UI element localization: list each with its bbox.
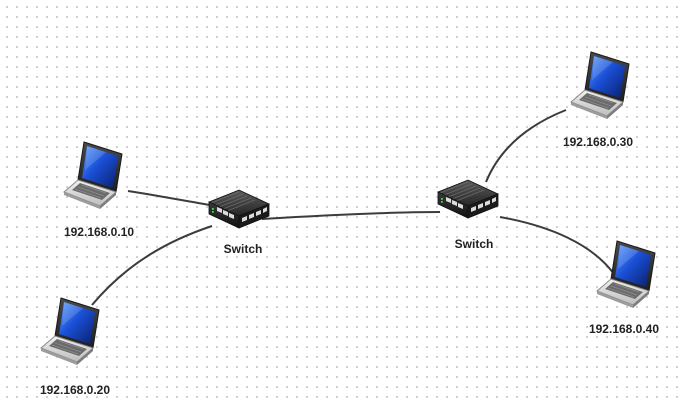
laptop-2-ip-label: 192.168.0.20 (39, 383, 111, 397)
network-switch-icon[interactable] (208, 189, 270, 229)
laptop-icon[interactable] (40, 297, 100, 366)
network-switch-icon[interactable] (437, 179, 499, 219)
laptop-4-ip-label: 192.168.0.40 (588, 322, 660, 336)
laptop-icon[interactable] (570, 51, 630, 120)
switch-1-label: Switch (223, 242, 263, 256)
link-laptop-3-switch-2[interactable] (485, 109, 567, 183)
laptop-icon[interactable] (596, 240, 656, 309)
laptop-3-ip-label: 192.168.0.30 (562, 135, 634, 149)
link-laptop-4-switch-2[interactable] (499, 216, 615, 275)
link-laptop-1-switch-1[interactable] (127, 190, 211, 206)
laptop-icon[interactable] (63, 141, 123, 210)
link-laptop-2-switch-1[interactable] (91, 225, 213, 306)
switch-2-label: Switch (454, 237, 494, 251)
link-switch-1-switch-2[interactable] (261, 211, 441, 220)
laptop-1-ip-label: 192.168.0.10 (63, 225, 135, 239)
